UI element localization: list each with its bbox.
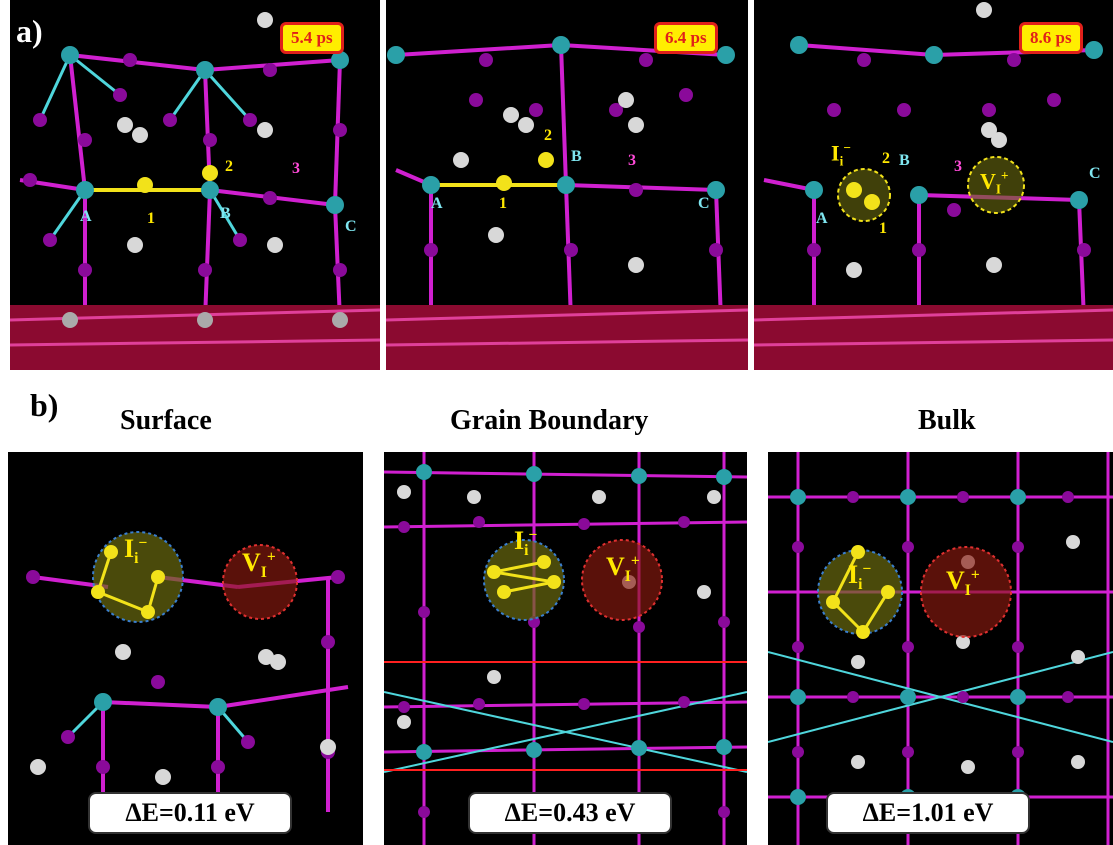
vacancy-label: VI+ [242,548,276,582]
site-label-c: C [1089,165,1101,182]
vacancy-label: VI+ [606,552,640,586]
vacancy-label: VI+ [946,566,980,600]
site-label-a: A [816,210,828,227]
interstitial-label: Ii− [124,534,148,568]
atom-label-3: 3 [292,160,300,177]
site-label-c: C [698,195,710,212]
timestamp-badge: 5.4 ps [280,22,344,54]
energy-label: ΔE=0.43 eV [468,792,672,834]
bulk-scene [768,452,1113,845]
panel-a-label: a) [16,13,43,49]
atom-label-1: 1 [879,220,887,237]
atom-label-1: 1 [147,210,155,227]
panel-b-label: b) [30,387,59,423]
atom-label-2: 2 [544,127,552,144]
site-label-b: B [899,152,910,169]
atom-label-2: 2 [225,158,233,175]
atom-label-2: 2 [882,150,890,167]
site-label-b: B [571,148,582,165]
grain-boundary-title: Grain Boundary [450,405,649,436]
site-label-b: B [220,205,231,222]
interstitial-label: Ii− [831,140,851,169]
energy-label: ΔE=1.01 eV [826,792,1030,834]
site-label-c: C [345,218,357,235]
energy-label: ΔE=0.11 eV [88,792,292,834]
atom-label-3: 3 [954,158,962,175]
site-label-a: A [431,195,443,212]
md-frame-3: 8.6 ps A B C 1 2 3 Ii− VI+ [754,0,1113,370]
md-frame-2-scene [386,0,748,370]
atom-label-1: 1 [499,195,507,212]
bulk-structure: Ii− VI+ ΔE=1.01 eV [768,452,1113,845]
bulk-title: Bulk [918,405,976,436]
atom-label-3: 3 [628,152,636,169]
md-frame-1-scene [10,0,380,370]
surface-scene [8,452,363,845]
md-frame-1: a) 5.4 ps A B C 1 2 3 [10,0,380,370]
interstitial-label: Ii− [848,560,872,594]
md-frame-3-scene [754,0,1113,370]
grain-boundary-scene [384,452,747,845]
md-frame-2: 6.4 ps A B C 1 2 3 [386,0,748,370]
site-label-a: A [80,208,92,225]
grain-boundary-structure: Ii− VI+ ΔE=0.43 eV [384,452,747,845]
vacancy-label: VI+ [980,168,1009,197]
interstitial-label: Ii− [514,526,538,560]
surface-structure: Ii− VI+ ΔE=0.11 eV [8,452,363,845]
timestamp-badge: 8.6 ps [1019,22,1083,54]
surface-title: Surface [120,405,212,436]
timestamp-badge: 6.4 ps [654,22,718,54]
